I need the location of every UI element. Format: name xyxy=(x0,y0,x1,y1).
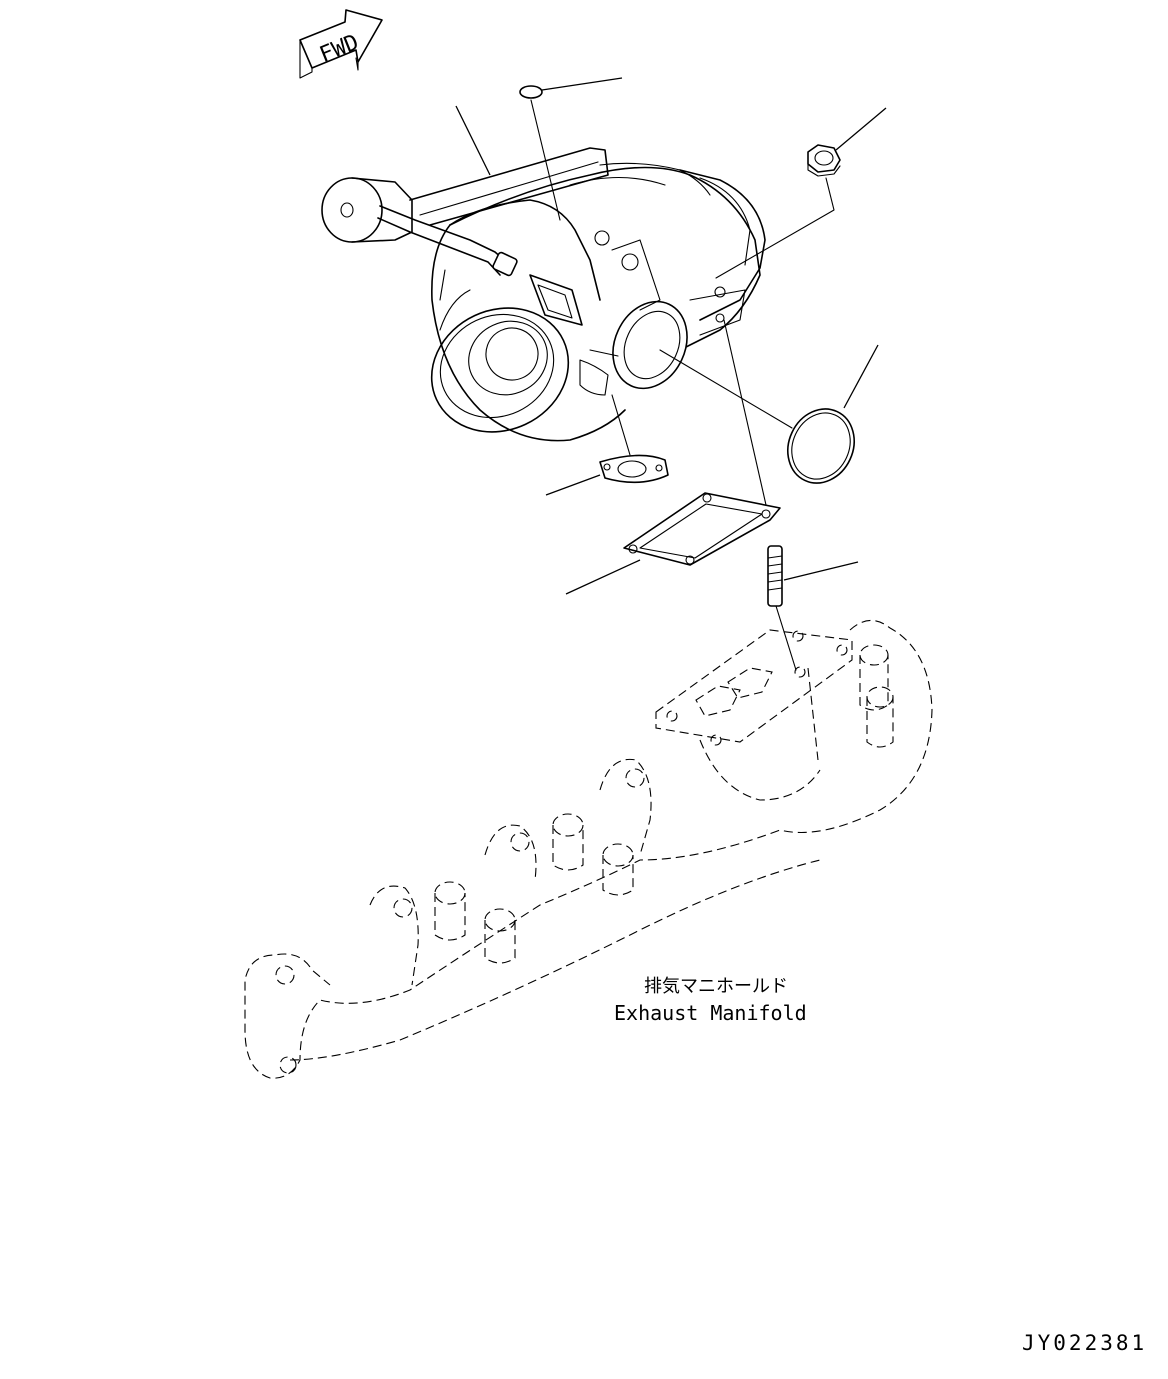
assembly-line xyxy=(723,319,767,506)
flange-nut xyxy=(715,107,887,279)
manifold-boss xyxy=(859,644,889,711)
stud-bolt xyxy=(767,545,859,671)
manifold-boss xyxy=(434,881,466,941)
assembly-line xyxy=(659,349,793,429)
small-o-ring xyxy=(519,77,623,221)
manifold-label-english: Exhaust Manifold xyxy=(614,1001,807,1025)
turbocharger-leader-line xyxy=(455,105,491,176)
assembly-line xyxy=(775,605,797,671)
turbocharger xyxy=(321,147,766,442)
assembly-line xyxy=(611,394,631,456)
assembly-line xyxy=(530,99,561,221)
manifold-boss xyxy=(602,843,634,896)
manifold-boss xyxy=(866,686,894,748)
oil-drain-gasket xyxy=(545,394,669,496)
leader-line xyxy=(541,77,623,91)
turbo-flange-gasket xyxy=(565,319,781,595)
manifold-label-japanese: 排気マニホールド xyxy=(644,976,788,997)
fwd-label: FWD xyxy=(316,30,362,68)
leader-line xyxy=(843,344,879,409)
assembly-line xyxy=(715,177,835,279)
manifold-boss xyxy=(484,908,516,964)
manifold-boss xyxy=(552,813,584,871)
fwd-arrow-icon: FWD xyxy=(299,9,383,79)
leader-line xyxy=(783,561,859,581)
leader-line xyxy=(565,559,641,595)
drawing-code: JY022381 xyxy=(1022,1331,1147,1355)
leader-line xyxy=(835,107,887,151)
exhaust-manifold xyxy=(244,619,933,1079)
leader-line xyxy=(545,474,601,496)
large-o-ring xyxy=(659,344,879,484)
